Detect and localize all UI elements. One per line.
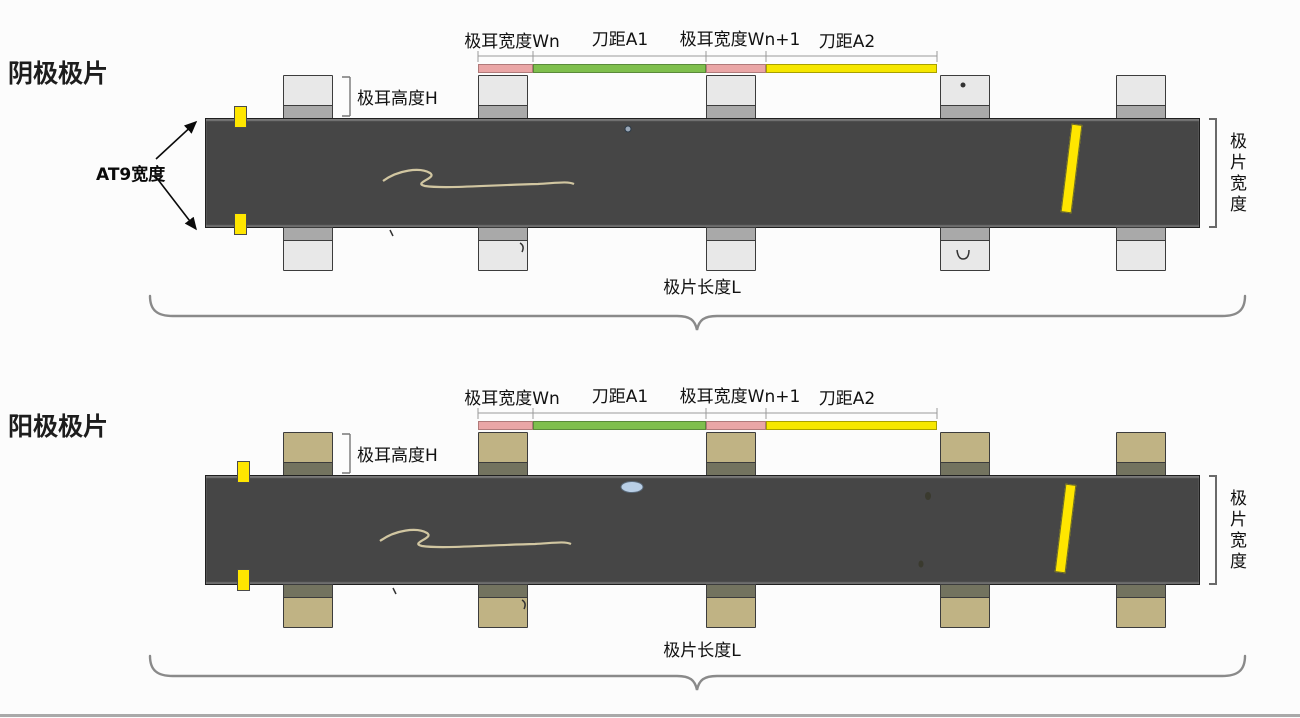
- cathode-bottom-tab: [1116, 240, 1166, 271]
- tab-width-wn-bar: [478, 421, 533, 430]
- anode-bottom-tab-base: [1116, 584, 1166, 598]
- anode-bottom-tab: [940, 597, 990, 628]
- tab-height-bracket: [342, 76, 351, 117]
- anode-bottom-tab-base: [706, 584, 756, 598]
- anode-bottom-tab-base: [478, 584, 528, 598]
- edge-marker-bottom: [237, 569, 250, 591]
- at9-marker-bottom: [234, 213, 247, 235]
- tab-width-wn-bar: [478, 64, 533, 73]
- label-strip-width: 极片宽度: [1226, 489, 1246, 573]
- cathode-bottom-tab: [283, 240, 333, 271]
- label-at9-width: AT9宽度: [96, 165, 166, 185]
- edge-marker-top: [237, 461, 250, 483]
- label-tab-width-wn: 极耳宽度Wn: [464, 389, 560, 409]
- knife-gap-a2-bar: [766, 421, 937, 430]
- cathode-strip: [205, 118, 1200, 228]
- knife-gap-a2-bar: [766, 64, 937, 73]
- cathode-top-tab-base: [1116, 105, 1166, 119]
- label-knife-gap-a2: 刀距A2: [818, 389, 876, 409]
- label-tab-width-wn: 极耳宽度Wn: [464, 32, 560, 52]
- cathode-title: 阴极极片: [8, 59, 109, 88]
- cathode-top-tab-base: [478, 105, 528, 119]
- label-tab-width-wn-plus-1: 极耳宽度Wn+1: [679, 387, 801, 407]
- label-knife-gap-a2: 刀距A2: [818, 32, 876, 52]
- label-tab-height: 极耳高度H: [357, 89, 438, 109]
- label-strip-length: 极片长度L: [663, 278, 741, 298]
- edge-speck: [392, 587, 397, 595]
- at9-marker-top: [234, 106, 247, 128]
- anode-top-tab: [283, 432, 333, 463]
- cathode-top-tab-base: [940, 105, 990, 119]
- anode-bottom-tab: [706, 597, 756, 628]
- cathode-bottom-tab: [940, 240, 990, 271]
- anode-top-tab-base: [478, 462, 528, 476]
- anode-top-tab: [478, 432, 528, 463]
- anode-strip: [205, 475, 1200, 585]
- label-knife-gap-a1: 刀距A1: [591, 387, 649, 407]
- cathode-top-tab: [478, 75, 528, 106]
- knife-gap-a1-bar: [533, 64, 706, 73]
- cathode-top-tab: [1116, 75, 1166, 106]
- anode-title: 阳极极片: [8, 412, 109, 441]
- label-strip-width: 极片宽度: [1226, 132, 1246, 216]
- dimension-ticks: [477, 408, 938, 419]
- label-tab-height: 极耳高度H: [357, 446, 438, 466]
- length-brace: [148, 654, 1247, 691]
- anode-top-tab-base: [283, 462, 333, 476]
- anode-bottom-tab: [1116, 597, 1166, 628]
- anode-diagram: 阳极极片 极耳宽度Wn 刀距A1 极耳宽度Wn+1 刀距A2 极耳高度H: [0, 357, 1300, 702]
- strip-width-bracket: [1209, 475, 1217, 585]
- cathode-top-tab: [940, 75, 990, 106]
- at9-arrow-top: [155, 120, 198, 160]
- anode-top-tab: [1116, 432, 1166, 463]
- anode-bottom-tab-base: [283, 584, 333, 598]
- cathode-bottom-tab-base: [706, 227, 756, 241]
- cathode-top-tab-base: [283, 105, 333, 119]
- cathode-top-tab-base: [706, 105, 756, 119]
- dimension-ticks: [477, 51, 938, 62]
- knife-gap-a1-bar: [533, 421, 706, 430]
- strip-width-bracket: [1209, 118, 1217, 228]
- anode-bottom-tab: [283, 597, 333, 628]
- edge-speck: [389, 229, 394, 237]
- label-tab-width-wn-plus-1: 极耳宽度Wn+1: [679, 30, 801, 50]
- anode-bottom-tab: [478, 597, 528, 628]
- cathode-bottom-tab-base: [283, 227, 333, 241]
- anode-top-tab-base: [706, 462, 756, 476]
- anode-bottom-tab-base: [940, 584, 990, 598]
- cathode-bottom-tab: [706, 240, 756, 271]
- length-brace: [148, 294, 1247, 331]
- cathode-bottom-tab-base: [1116, 227, 1166, 241]
- anode-top-tab-base: [940, 462, 990, 476]
- cathode-bottom-tab-base: [478, 227, 528, 241]
- cathode-bottom-tab-base: [940, 227, 990, 241]
- tab-width-wn1-bar: [706, 64, 766, 73]
- cathode-diagram: 阴极极片 极耳宽度Wn 刀距A1 极耳宽度Wn+1 刀距A2 极耳高度H: [0, 0, 1300, 345]
- tab-width-wn1-bar: [706, 421, 766, 430]
- cathode-top-tab: [283, 75, 333, 106]
- page-bottom-border: [0, 714, 1300, 717]
- cathode-bottom-tab: [478, 240, 528, 271]
- anode-top-tab-base: [1116, 462, 1166, 476]
- label-knife-gap-a1: 刀距A1: [591, 30, 649, 50]
- cathode-top-tab: [706, 75, 756, 106]
- tab-height-bracket: [342, 433, 351, 474]
- anode-top-tab: [706, 432, 756, 463]
- label-strip-length: 极片长度L: [663, 641, 741, 661]
- anode-top-tab: [940, 432, 990, 463]
